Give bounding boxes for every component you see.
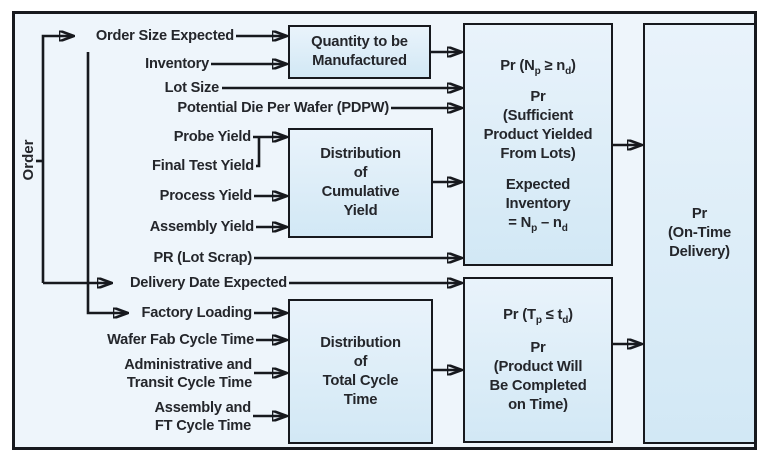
- input-label-admin-transit-cycle-time: Administrative and Transit Cycle Time: [124, 357, 252, 391]
- input-label-order-size-expected: Order Size Expected: [95, 28, 234, 44]
- input-label-delivery-date-expected: Delivery Date Expected: [129, 275, 287, 291]
- dist-yield-box-label: Distribution of Cumulative Yield: [320, 146, 401, 219]
- input-label-assembly-yield: Assembly Yield: [149, 219, 254, 235]
- input-label-wafer-fab-cycle-time: Wafer Fab Cycle Time: [107, 332, 254, 348]
- input-label-inventory: Inventory: [145, 56, 209, 72]
- quantity-box-label: Quantity to be Manufactured: [311, 34, 408, 69]
- prob-sufficient-product-box: Pr (Np ≥ nd) Pr (Sufficient Product Yiel…: [463, 23, 613, 266]
- distribution-total-cycle-time-box: Distribution of Total Cycle Time: [288, 299, 433, 444]
- prob-sufficient-product-label: Pr (Sufficient Product Yielded From Lots…: [483, 88, 593, 162]
- input-label-final-test-yield: Final Test Yield: [152, 158, 254, 174]
- wire-order-to-order-size: [41, 36, 74, 283]
- input-label-lot-size: Lot Size: [164, 80, 220, 96]
- quantity-to-be-manufactured-box: Quantity to be Manufactured: [288, 25, 431, 79]
- prob-completed-on-time-box: Pr (Tp ≤ td) Pr (Product Will Be Complet…: [463, 277, 613, 443]
- wire-branch-to-factory-loading: [86, 52, 128, 313]
- input-label-process-yield: Process Yield: [159, 188, 253, 204]
- input-label-pr-lot-scrap: PR (Lot Scrap): [153, 250, 252, 266]
- formula-np-minus-nd: = Np – nd: [508, 214, 568, 234]
- wire-final-test-bracket: [256, 138, 261, 168]
- formula-tp-le-td: Pr (Tp ≤ td): [503, 306, 573, 326]
- input-label-assembly-ft-cycle-time: Assembly and FT Cycle Time: [154, 400, 251, 434]
- prob-completed-on-time-label: Pr (Product Will Be Completed on Time): [489, 339, 587, 413]
- input-label-probe-yield: Probe Yield: [173, 129, 251, 145]
- order-axis-label: Order: [20, 139, 37, 181]
- dist-cycle-box-label: Distribution of Total Cycle Time: [320, 334, 401, 408]
- formula-np-ge-nd: Pr (Np ≥ nd): [500, 57, 576, 77]
- prob-on-time-delivery-box: Pr (On-Time Delivery): [643, 23, 756, 444]
- expected-inventory-label: Expected Inventory: [505, 176, 571, 212]
- prob-on-time-delivery-label: Pr (On-Time Delivery): [667, 206, 732, 260]
- input-label-factory-loading: Factory Loading: [141, 305, 252, 321]
- distribution-cumulative-yield-box: Distribution of Cumulative Yield: [288, 128, 433, 238]
- input-label-pdpw: Potential Die Per Wafer (PDPW): [177, 100, 389, 116]
- expected-inventory-block: Expected Inventory = Np – nd: [506, 176, 571, 233]
